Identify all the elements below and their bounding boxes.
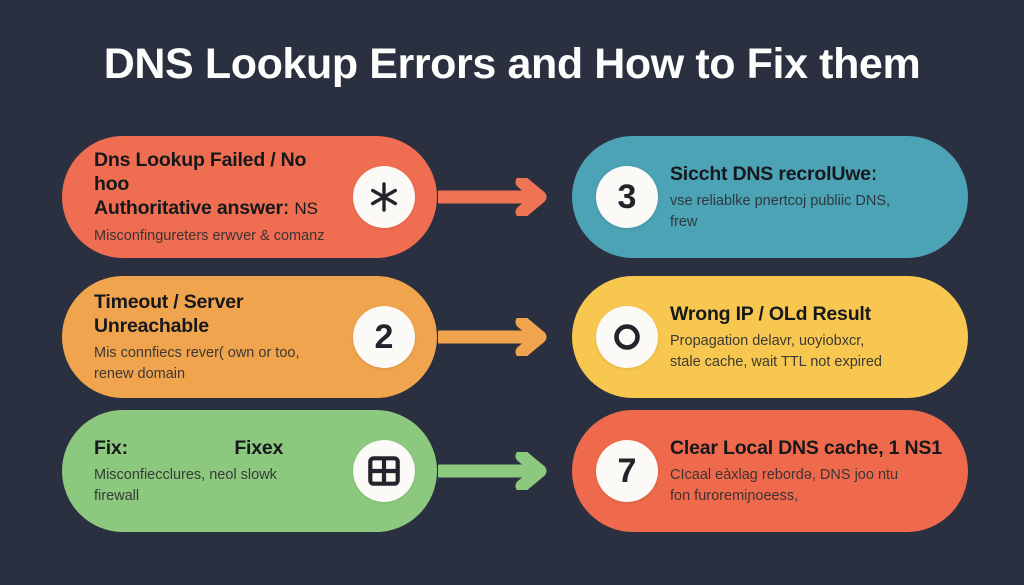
error-card-dns-lookup-failed[interactable]: Dns Lookup Failed / No hoo Authoritative… (62, 136, 437, 258)
card-heading-line1: Dns Lookup Failed / No hoo (94, 148, 307, 195)
card-heading-tail: NS (294, 198, 319, 218)
card-heading: Fix: Fixex (94, 436, 339, 460)
fix-card-clear-local-dns-cache[interactable]: 7 Clear Local DNS cache, 1 NS1 CIcaal eà… (572, 410, 968, 532)
card-heading: Timeout / Server Unreachable (94, 290, 244, 337)
badge-label: 7 (617, 452, 637, 490)
card-subtitle: Mis connfiecs rever( own or too, renew d… (94, 343, 339, 385)
card-text-block: Dns Lookup Failed / No hoo Authoritative… (62, 148, 353, 247)
card-heading: Siccht DNS recrolUweː (670, 162, 878, 185)
flow-arrow (438, 318, 558, 356)
card-heading: Clear Local DNS cache, 1 NS1 (670, 436, 942, 459)
card-text-block: Timeout / Server Unreachable Mis connfie… (62, 290, 353, 385)
content-row: Fix: Fixex Misconfiecclures, neol slowk … (0, 410, 1024, 532)
card-subtitle-line1: CIcaal eàxlag rebordə, DNS joo ntu (670, 466, 899, 483)
card-subtitle-line2: stale cache, wait TTL not expired (670, 353, 882, 370)
asterisk-icon (353, 166, 415, 228)
card-heading: Dns Lookup Failed / No hoo Authoritative… (94, 148, 339, 221)
card-subtitle-line2: frew (670, 213, 698, 230)
card-text-block: Siccht DNS recrolUweː vse reliablke pner… (658, 162, 968, 233)
flow-arrow (438, 452, 558, 490)
card-subtitle: vse reliablke pnertcoj publiic DNS, frew (670, 191, 942, 233)
card-subtitle: Propagation delavr, uoyiobxcr, stale cac… (670, 331, 942, 373)
ring-icon (596, 306, 658, 368)
card-subtitle-line1: vse reliablke pnertcoj publiic DNS, (670, 192, 891, 209)
card-subtitle-line2: renew domain (94, 365, 186, 382)
error-card-timeout-server-unreachable[interactable]: Timeout / Server Unreachable Mis connfie… (62, 276, 437, 398)
card-text-block: Wrong IP / OLd Result Propagation delavr… (658, 302, 968, 373)
badge-label: 3 (617, 178, 637, 216)
card-heading: Wrong IP / OLd Result (670, 302, 871, 325)
flow-arrow (438, 178, 558, 216)
card-heading-line2: Authoritative answerː (94, 196, 290, 219)
card-subtitle-line2: fon furoremiɲoeess, (670, 487, 799, 504)
card-subtitle-line1: Misconfiecclures, neol slowk (94, 466, 277, 483)
badge-label: 2 (374, 318, 394, 356)
card-subtitle: Misconfiecclures, neol slowk firewall (94, 465, 339, 507)
card-subtitle-line1: Mis connfiecs rever( own or too, (94, 344, 300, 361)
page-title: DNS Lookup Errors and How to Fix them (103, 40, 921, 88)
card-text-block: Fix: Fixex Misconfiecclures, neol slowk … (62, 436, 353, 507)
fix-card-wrong-ip-old-result[interactable]: Wrong IP / OLd Result Propagation delavr… (572, 276, 968, 398)
grid-icon (353, 440, 415, 502)
card-heading-tail: Fixex (234, 436, 284, 459)
card-subtitle-line1: Propagation delavr, uoyiobxcr, (670, 332, 865, 349)
number-badge: 2 (353, 306, 415, 368)
number-badge: 7 (596, 440, 658, 502)
card-subtitle: CIcaal eàxlag rebordə, DNS joo ntu fon f… (670, 465, 942, 507)
number-badge: 3 (596, 166, 658, 228)
content-row: Dns Lookup Failed / No hoo Authoritative… (0, 136, 1024, 258)
card-heading-main: Fix: (94, 436, 128, 459)
card-subtitle: Misconfingureters erwver & comanz (94, 227, 325, 244)
content-row: Timeout / Server Unreachable Mis connfie… (0, 276, 1024, 398)
error-card-fix[interactable]: Fix: Fixex Misconfiecclures, neol slowk … (62, 410, 437, 532)
card-subtitle-line2: firewall (94, 487, 140, 504)
fix-card-switch-dns-resolver[interactable]: 3 Siccht DNS recrolUweː vse reliablke pn… (572, 136, 968, 258)
card-text-block: Clear Local DNS cache, 1 NS1 CIcaal eàxl… (658, 436, 968, 507)
